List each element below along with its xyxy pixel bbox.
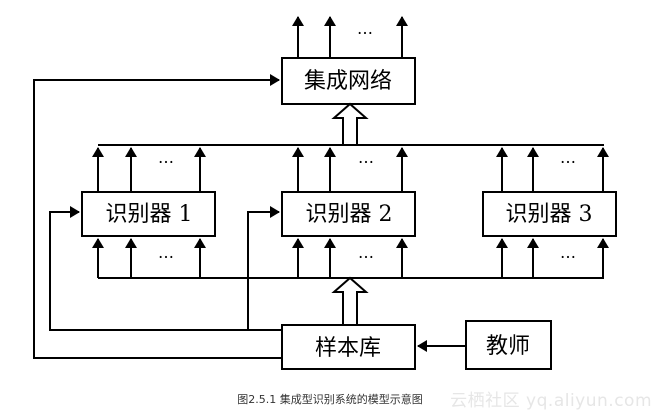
recognizer-3-box	[482, 191, 617, 237]
teacher-box	[465, 320, 552, 370]
recognizer-2-input-ellipsis: …	[358, 243, 375, 262]
recognizer-1-label: 识别器 1	[106, 202, 193, 227]
sample-library-box	[281, 324, 416, 370]
recognizer-2-output-ellipsis: …	[358, 148, 375, 167]
recognizer-input-arrows	[92, 238, 609, 278]
recognizer-1-input-ellipsis: …	[158, 243, 175, 262]
figure-caption: 图2.5.1 集成型识别系统的模型示意图	[237, 393, 423, 406]
recognizer-3-output-ellipsis: …	[560, 148, 577, 167]
sample-library-label: 样本库	[315, 336, 381, 361]
recognizer-output-arrows	[92, 147, 609, 192]
network-output-ellipsis: …	[357, 19, 374, 38]
watermark: 云栖社区 yq.aliyun.com	[450, 391, 652, 411]
recognizer-3-input-ellipsis: …	[560, 243, 577, 262]
feedback-lines	[33, 74, 282, 359]
recognizer-2-box	[281, 191, 416, 237]
hollow-arrow-to-input-bus	[331, 276, 369, 326]
hollow-arrow-to-network	[331, 102, 369, 146]
integration-network-label: 集成网络	[304, 69, 392, 94]
integration-network-box	[281, 57, 416, 105]
network-output-arrows	[292, 16, 408, 58]
teacher-label: 教师	[486, 334, 530, 359]
recognizer-1-box	[81, 191, 216, 237]
recognizer-1-output-ellipsis: …	[158, 148, 175, 167]
recognizer-3-label: 识别器 3	[506, 202, 593, 227]
recognizer-2-label: 识别器 2	[306, 202, 393, 227]
